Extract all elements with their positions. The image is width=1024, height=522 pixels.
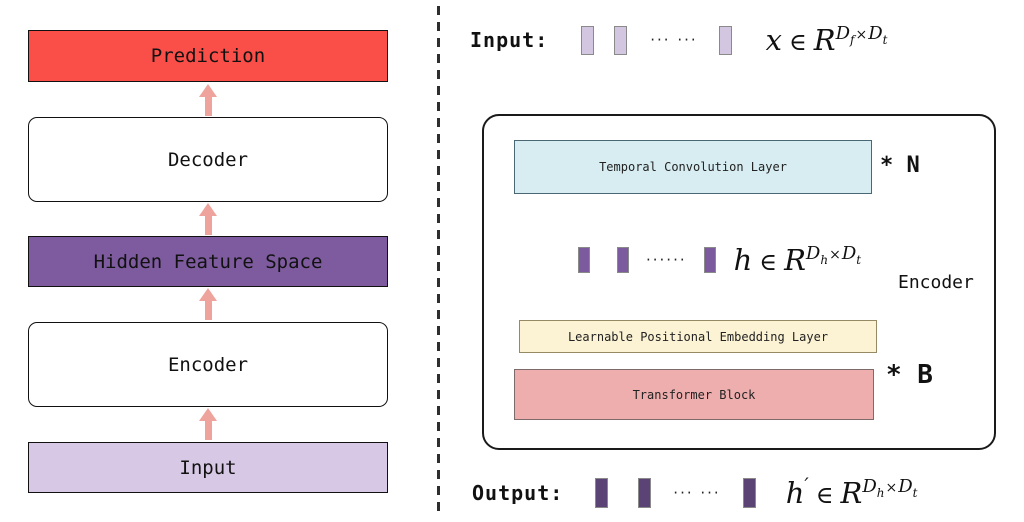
input-row-label: Input: [470,28,549,52]
arrow-shaft [204,301,212,320]
decoder-label: Decoder [167,148,249,171]
input-dim-math: x∈RDf×Dt [765,23,888,57]
arrow-head [199,84,217,97]
positional-embedding-layer-box: Learnable Positional Embedding Layer [519,320,877,353]
transformer-block-box: Transformer Block [514,369,874,420]
temporal-convolution-layer-box: Temporal Convolution Layer [514,140,872,194]
output-token-row: Output: ··· ··· h′∈RDh×Dt [472,472,917,514]
ellipsis-dots: ··· ··· [650,31,698,49]
arrow-head [199,203,217,216]
prediction-label: Prediction [150,45,266,67]
input-token-cell [614,25,628,55]
encoder-detail-box: Temporal Convolution Layer * N Learnable… [482,114,996,450]
transformer-block-label: Transformer Block [632,387,756,402]
arrow-shaft [204,97,212,116]
output-token-cell [595,478,609,508]
ellipsis-dots: ··· ··· [673,484,721,502]
dashed-divider [437,6,440,518]
hidden-token-cell [703,247,716,273]
input-box: Input [28,442,388,493]
multiplier-n-label: * N [880,153,920,178]
output-dim-math: h′∈RDh×Dt [785,474,918,510]
hidden-token-cell [578,247,590,273]
arrow-shaft [204,216,212,235]
hidden-feature-space-box: Hidden Feature Space [28,236,388,287]
input-label: Input [179,456,237,479]
prediction-box: Prediction [28,30,388,82]
positional-embedding-layer-label: Learnable Positional Embedding Layer [567,329,829,344]
encoder-box: Encoder [28,322,388,407]
arrow-head [199,288,217,301]
ellipsis-dots: ······ [646,251,687,269]
flow-arrow-up-icon [199,84,217,116]
hidden-dim-math: h∈RDh×Dt [733,243,862,277]
input-token-row: Input: ··· ··· x∈RDf×Dt [470,20,888,60]
output-token-cell [742,478,756,508]
output-token-cell [638,478,652,508]
hidden-token-row: ······ h∈RDh×Dt [578,242,861,278]
input-token-cell [581,25,595,55]
arrow-shaft [204,421,212,440]
multiplier-b-label: * B [886,360,933,390]
flow-arrow-up-icon [199,288,217,320]
flow-arrow-up-icon [199,408,217,440]
output-row-label: Output: [472,481,564,505]
flow-arrow-up-icon [199,203,217,235]
hidden-token-cell [617,247,629,273]
arrow-head [199,408,217,421]
hidden-feature-space-label: Hidden Feature Space [93,250,323,273]
input-token-cell [718,25,732,55]
decoder-box: Decoder [28,117,388,202]
temporal-convolution-layer-label: Temporal Convolution Layer [599,160,787,174]
encoder-corner-label: Encoder [898,272,974,293]
encoder-label: Encoder [167,353,249,376]
